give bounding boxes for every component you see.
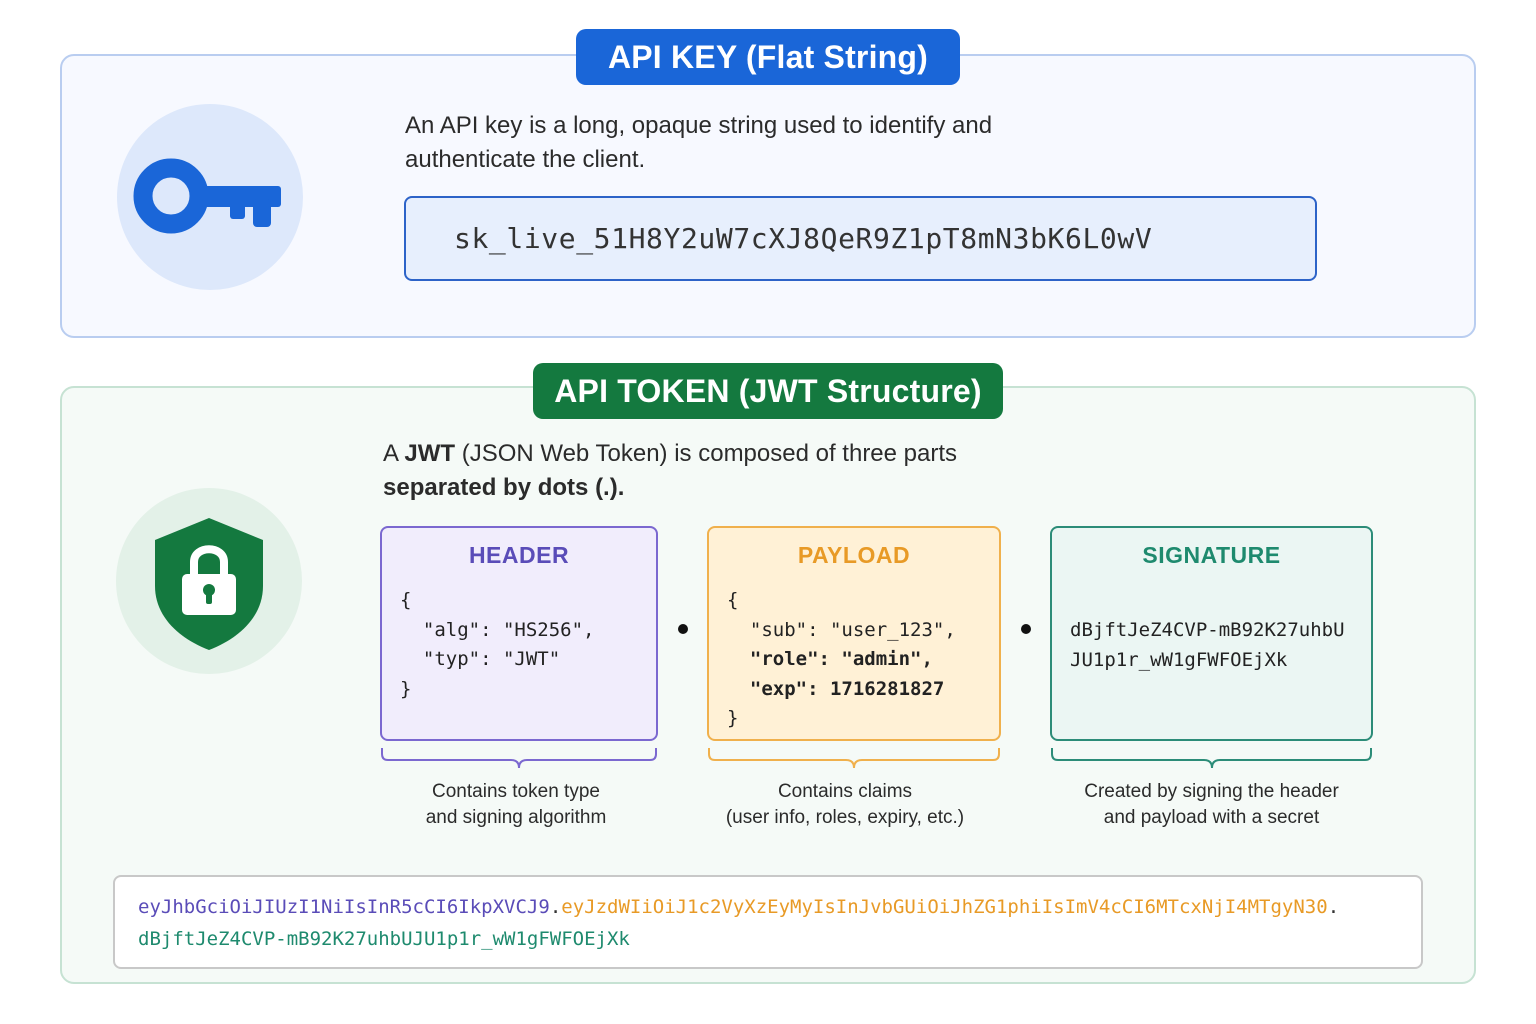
token-payload-segment: eyJzdWIiOiJ1c2VyXzEyMyIsInJvbGUiOiJhZG1p… xyxy=(561,896,1328,918)
header-brace xyxy=(381,748,657,769)
payload-brace xyxy=(708,748,1000,769)
separator-dot xyxy=(678,624,688,634)
shield-icon-circle xyxy=(116,488,302,674)
signature-brace xyxy=(1051,748,1372,769)
token-signature-segment: dBjftJeZ4CVP-mB92K27uhbUJU1p1r_wW1gFWFOE… xyxy=(138,928,630,950)
shield-lock-icon xyxy=(155,518,263,650)
jwt-payload-code: { "sub": "user_123", "role": "admin", "e… xyxy=(727,589,956,729)
jwt-header-title: HEADER xyxy=(468,542,570,568)
full-jwt-token: eyJhbGciOiJIUzI1NiIsInR5cCI6IkpXVCJ9.eyJ… xyxy=(113,875,1423,969)
payload-caption: Contains claims(user info, roles, expiry… xyxy=(725,781,965,828)
api-key-description: An API key is a long, opaque string used… xyxy=(405,112,993,173)
api-key-title: API KEY (Flat String) xyxy=(576,29,960,85)
api-token-title: API TOKEN (JWT Structure) xyxy=(533,363,1003,419)
jwt-header-box: HEADER { "alg": "HS256", "typ": "JWT" } xyxy=(380,526,658,741)
jwt-header-code: { "alg": "HS256", "typ": "JWT" } xyxy=(400,589,595,700)
key-icon xyxy=(133,158,281,234)
api-token-description: A JWT (JSON Web Token) is composed of th… xyxy=(383,440,958,501)
jwt-payload-box: PAYLOAD { "sub": "user_123", "role": "ad… xyxy=(707,526,1001,741)
token-dot: . xyxy=(1327,896,1340,918)
jwt-signature-code: dBjftJeZ4CVP-mB92K27uhbU JU1p1r_wW1gFWFO… xyxy=(1070,619,1345,671)
key-icon-circle xyxy=(117,104,303,290)
separator-dot xyxy=(1021,624,1031,634)
token-dot: . xyxy=(549,896,562,918)
token-header-segment: eyJhbGciOiJIUzI1NiIsInR5cCI6IkpXVCJ9 xyxy=(138,896,550,918)
jwt-payload-title: PAYLOAD xyxy=(797,542,911,568)
jwt-signature-box: SIGNATURE dBjftJeZ4CVP-mB92K27uhbU JU1p1… xyxy=(1050,526,1373,741)
api-key-example: sk_live_51H8Y2uW7cXJ8QeR9Z1pT8mN3bK6L0wV xyxy=(404,196,1317,281)
jwt-signature-title: SIGNATURE xyxy=(1142,542,1281,568)
